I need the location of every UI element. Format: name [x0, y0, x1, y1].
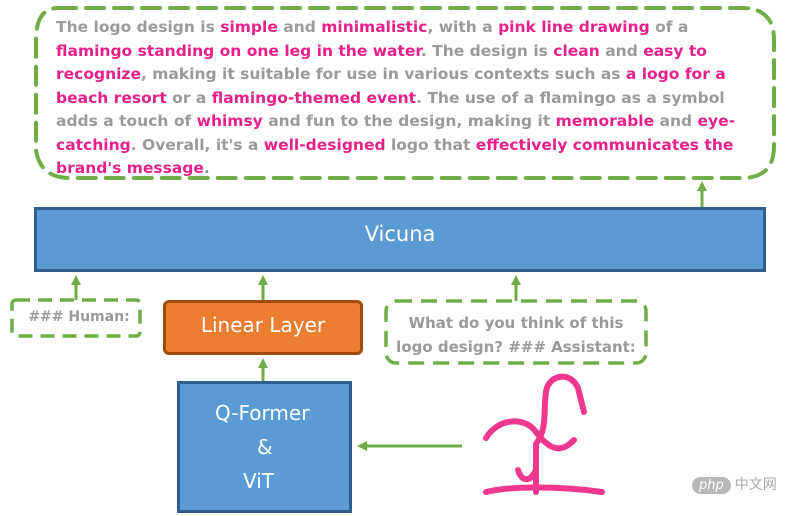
highlighted-phrase: simple	[220, 18, 278, 36]
highlighted-phrase: minimalistic	[321, 18, 428, 36]
question-dashed-box	[384, 299, 648, 365]
output-text-segment: or a	[166, 88, 212, 107]
vit-label: ViT	[243, 469, 275, 493]
highlighted-phrase: well-designed	[263, 135, 386, 154]
highlighted-phrase: a logo for a beach resort	[56, 65, 726, 107]
highlighted-phrase: pink line drawing	[498, 18, 650, 36]
output-text-segment: , making it suitable for use in various …	[140, 65, 626, 83]
output-dashed-bubble	[34, 6, 776, 180]
flamingo-logo-icon	[483, 373, 605, 495]
watermark-badge: php	[692, 477, 731, 494]
question-line-1: What do you think of this	[408, 314, 624, 332]
output-text-segment: of a	[649, 18, 689, 36]
output-text-segment: .	[203, 159, 210, 177]
vicuna-label: Vicuna	[364, 222, 436, 246]
highlighted-phrase: clean	[553, 41, 600, 60]
output-text-segment: . The design is	[420, 41, 554, 60]
linear-layer-block	[163, 300, 363, 355]
output-text-segment: , with a	[427, 18, 499, 36]
human-dashed-box	[10, 298, 142, 338]
qformer-vit-block	[177, 381, 352, 513]
output-text-segment: and	[277, 18, 322, 36]
output-text-segment: logo that	[385, 135, 476, 154]
qformer-ampersand: &	[257, 435, 273, 459]
highlighted-phrase: flamingo standing on one leg in the wate…	[56, 41, 421, 60]
highlighted-phrase: effectively communicates the brand's mes…	[56, 135, 734, 178]
question-prompt-text: What do you think of this logo design? #…	[392, 311, 640, 359]
highlighted-phrase: whimsy	[196, 112, 263, 130]
qformer-label: Q-Former	[215, 401, 310, 425]
linear-layer-label: Linear Layer	[200, 313, 326, 337]
output-text-segment: and	[654, 112, 698, 130]
highlighted-phrase: easy to recognize	[56, 41, 707, 84]
output-text-segment: . The use of a flamingo as a symbol adds…	[56, 88, 725, 131]
output-text-segment: and fun to the design, making it	[262, 112, 556, 130]
human-prompt-label: ### Human:	[28, 309, 130, 325]
highlighted-phrase: memorable	[555, 112, 655, 130]
output-text-segment: . Overall, it's a	[130, 135, 264, 154]
highlighted-phrase: eye-catching	[56, 112, 736, 154]
question-line-2: logo design? ### Assistant:	[396, 338, 636, 356]
output-text-segment: The logo design is	[56, 18, 221, 36]
output-text-segment: and	[599, 41, 644, 60]
model-output-text: The logo design is simple and minimalist…	[56, 16, 746, 181]
vicuna-llm-block	[34, 207, 766, 272]
highlighted-phrase: flamingo-themed event	[211, 88, 417, 107]
watermark-text: 中文网	[734, 477, 777, 493]
